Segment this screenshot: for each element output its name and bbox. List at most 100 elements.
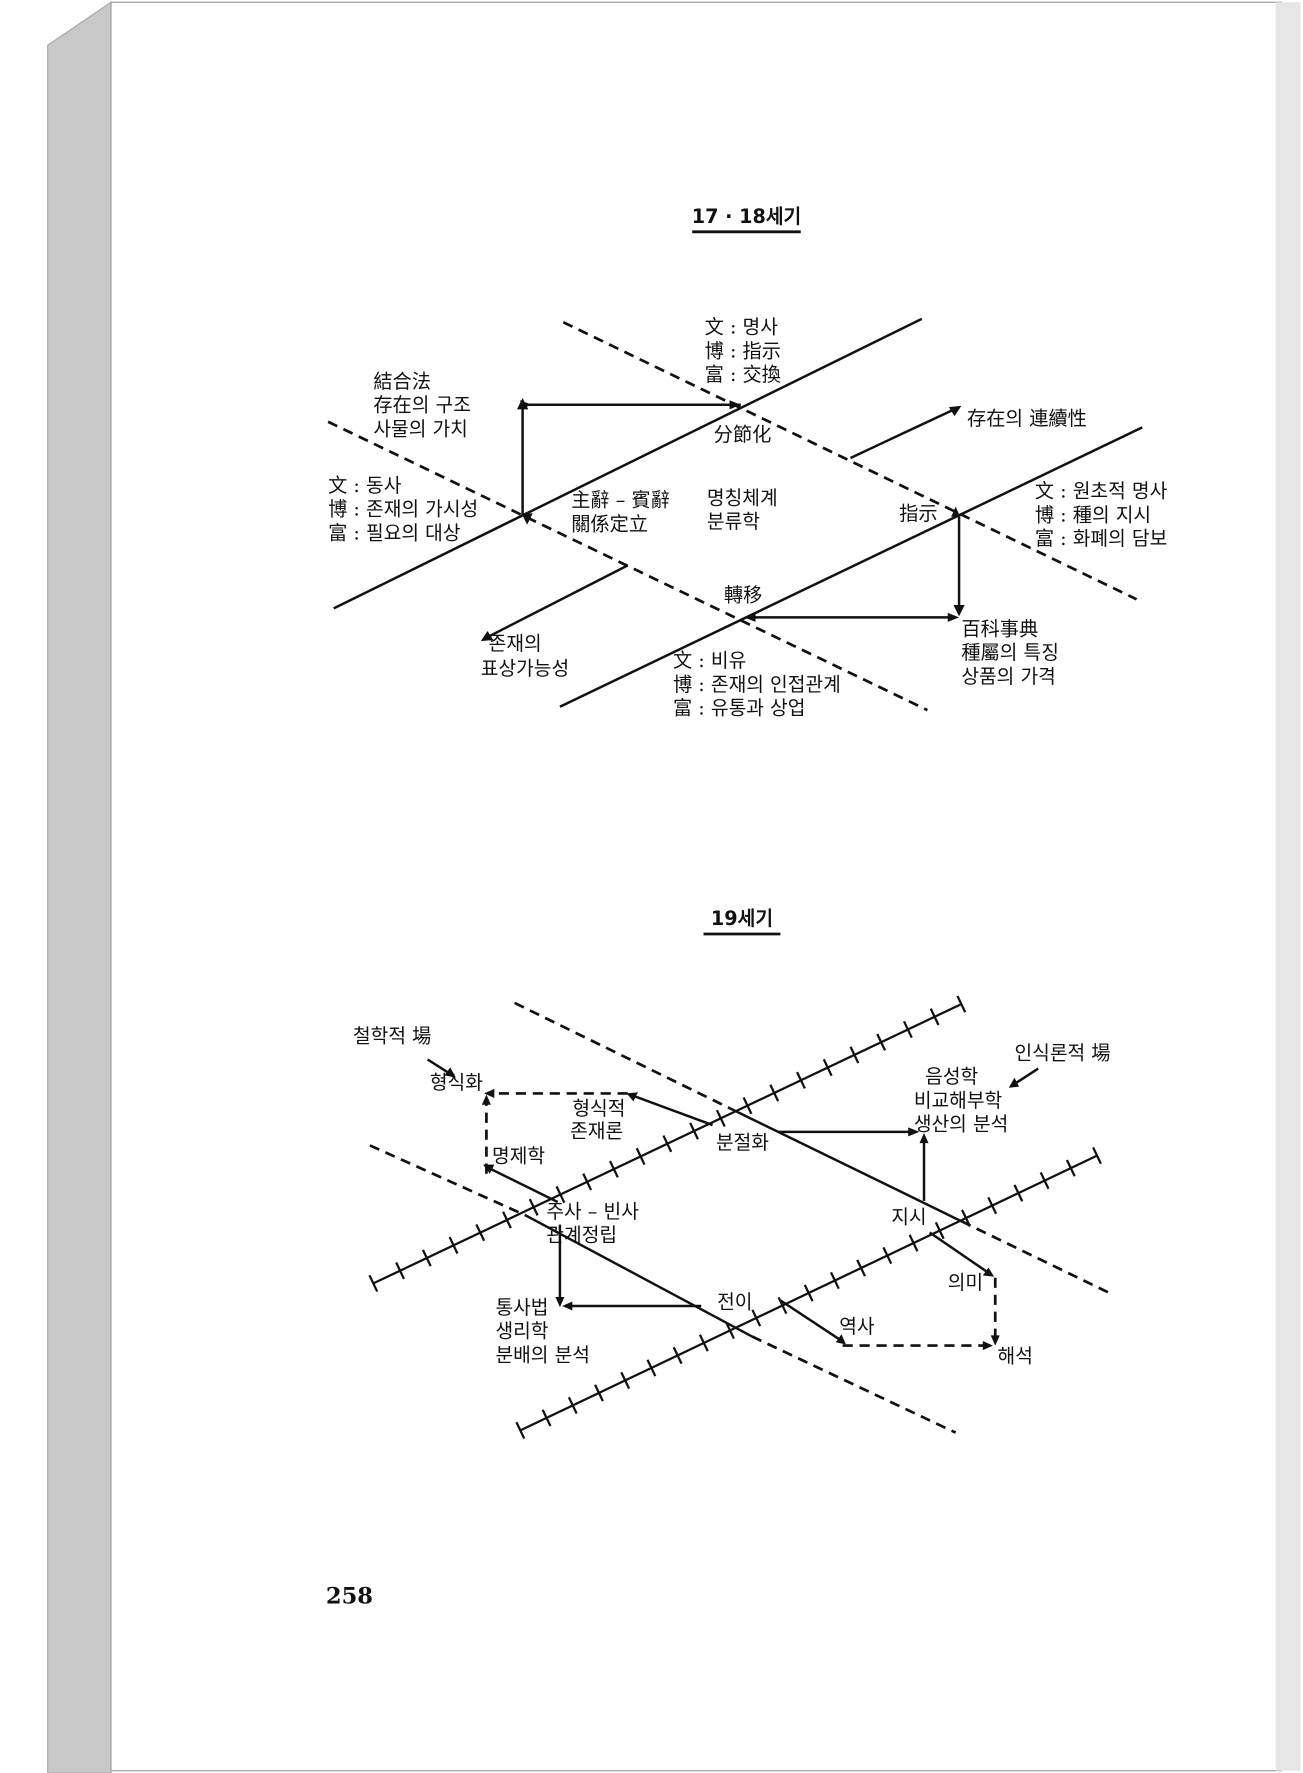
tick-mark xyxy=(987,1196,998,1215)
label: 種屬의 특징 xyxy=(961,641,1059,664)
label: 文 : 명사 xyxy=(705,316,779,339)
dashed-arrows xyxy=(485,1092,997,1347)
label: 의미 xyxy=(948,1271,983,1294)
upper-diagonal-solid xyxy=(728,1107,962,1223)
label: 생리학 xyxy=(495,1320,548,1343)
lower-diagonal-solid xyxy=(525,1214,753,1338)
lower-diagonal xyxy=(369,1144,957,1434)
label: 분배의 분석 xyxy=(495,1343,590,1366)
tick-mark xyxy=(567,1396,578,1415)
label: 富 : 유통과 상업 xyxy=(673,697,805,720)
tick-mark xyxy=(620,1371,631,1390)
tick-mark xyxy=(395,1262,405,1280)
label: 표상가능성 xyxy=(481,657,569,680)
diagram-19-century: 19세기 철학적 場 인식론적 場 형식화 형식적 존재론 명제학 분절화 음성… xyxy=(353,907,1111,1440)
tick-mark xyxy=(541,1409,552,1427)
label: 형식화 xyxy=(430,1071,483,1094)
label: 생산의 분석 xyxy=(914,1113,1009,1136)
page-number: 258 xyxy=(326,1583,373,1609)
tick-mark xyxy=(1013,1184,1024,1202)
tick-mark xyxy=(1092,1146,1102,1165)
tick-mark xyxy=(368,1274,379,1293)
tick-mark xyxy=(689,1122,699,1140)
label: 文 : 비유 xyxy=(673,649,746,672)
tick-mark xyxy=(448,1236,459,1254)
label: 博 : 指示 xyxy=(705,339,781,362)
tick-mark xyxy=(777,1296,788,1315)
tick-mark xyxy=(608,1160,619,1178)
tick-mark xyxy=(555,1185,566,1204)
bottom-group: 文 : 비유 博 : 존재의 인접관계 富 : 유통과 상업 xyxy=(673,649,841,719)
tick-mark xyxy=(956,995,967,1013)
label: 主辭 – 賓辭 xyxy=(571,489,670,512)
label: 文 : 원초적 명사 xyxy=(1035,480,1168,503)
label: 비교해부학 xyxy=(914,1089,1002,1112)
label: 분류학 xyxy=(707,510,760,533)
label: 百科事典 xyxy=(961,617,1038,640)
solid-axis-upper xyxy=(333,317,923,610)
tick-mark xyxy=(421,1249,432,1267)
page-edge-shadow xyxy=(1275,2,1301,1771)
label: 博 : 種의 지시 xyxy=(1035,503,1151,526)
tick-mark xyxy=(515,1421,526,1440)
dashed-axis-right xyxy=(562,321,1138,601)
tick-mark xyxy=(646,1359,657,1377)
label: 指示 xyxy=(899,502,937,525)
tick-mark xyxy=(1039,1171,1050,1190)
tick-marks xyxy=(368,995,1102,1440)
tick-mark xyxy=(961,1209,971,1227)
arrowhead-continuity xyxy=(948,405,962,417)
label: 분절화 xyxy=(716,1131,769,1154)
arrow-encyclopedia xyxy=(746,514,961,619)
label: 명칭체계 xyxy=(707,486,778,509)
label: 전이 xyxy=(717,1290,752,1313)
tick-mark xyxy=(742,1097,753,1115)
label: 文 : 동사 xyxy=(328,474,402,497)
dashed-axis-left xyxy=(327,420,928,712)
label: 存在의 구조 xyxy=(373,394,471,417)
tick-mark xyxy=(902,1020,913,1039)
tick-mark xyxy=(829,1271,840,1290)
label: 통사법 xyxy=(495,1296,548,1319)
tick-mark xyxy=(769,1084,780,1102)
tick-mark xyxy=(475,1223,486,1242)
tick-mark xyxy=(849,1046,860,1064)
arrow-continuity xyxy=(849,405,960,460)
label: 상품의 가격 xyxy=(961,665,1056,688)
solid-arrows xyxy=(426,1058,1039,1344)
tick-mark xyxy=(929,1008,940,1026)
label: 음성학 xyxy=(925,1065,978,1088)
tick-mark xyxy=(582,1173,593,1191)
label: 存在의 連續性 xyxy=(967,407,1087,430)
tick-mark xyxy=(934,1221,945,1240)
label: 철학적 場 xyxy=(353,1025,431,1048)
label: 富 : 화폐의 담보 xyxy=(1035,527,1167,550)
label: 富 : 交換 xyxy=(705,363,781,386)
tick-mark xyxy=(751,1309,762,1327)
left-top-group: 結合法 存在의 구조 사물의 가치 xyxy=(373,370,471,440)
diagram-title: 17 · 18세기 xyxy=(692,205,802,228)
label: 명제학 xyxy=(492,1144,545,1167)
label: 博 : 존재의 인접관계 xyxy=(673,673,841,696)
label: 사물의 가치 xyxy=(373,417,468,440)
label: 富 : 필요의 대상 xyxy=(328,521,460,544)
diagram-17-18-century: 17 · 18세기 文 : 명사 博 : 指示 富 : 交換 結合法 存在의 구… xyxy=(327,205,1168,720)
label: 分節化 xyxy=(714,423,772,446)
label: 結合法 xyxy=(373,370,431,393)
upper-diagonal xyxy=(514,1001,1109,1294)
tick-mark xyxy=(1065,1159,1076,1177)
arrow-representability xyxy=(483,564,629,640)
top-group: 文 : 명사 博 : 指示 富 : 交換 xyxy=(705,316,781,386)
label: 해석 xyxy=(998,1345,1033,1368)
tick-mark xyxy=(635,1147,646,1166)
tick-mark xyxy=(908,1234,919,1252)
right-group: 文 : 원초적 명사 博 : 種의 지시 富 : 화폐의 담보 xyxy=(1035,480,1168,550)
diagram-title: 19세기 xyxy=(711,907,773,930)
tick-mark xyxy=(502,1211,512,1229)
tick-mark xyxy=(822,1058,833,1077)
tick-mark xyxy=(796,1071,806,1089)
tick-mark xyxy=(715,1109,726,1128)
tick-mark xyxy=(594,1384,604,1402)
label: 존재의 xyxy=(489,632,542,655)
